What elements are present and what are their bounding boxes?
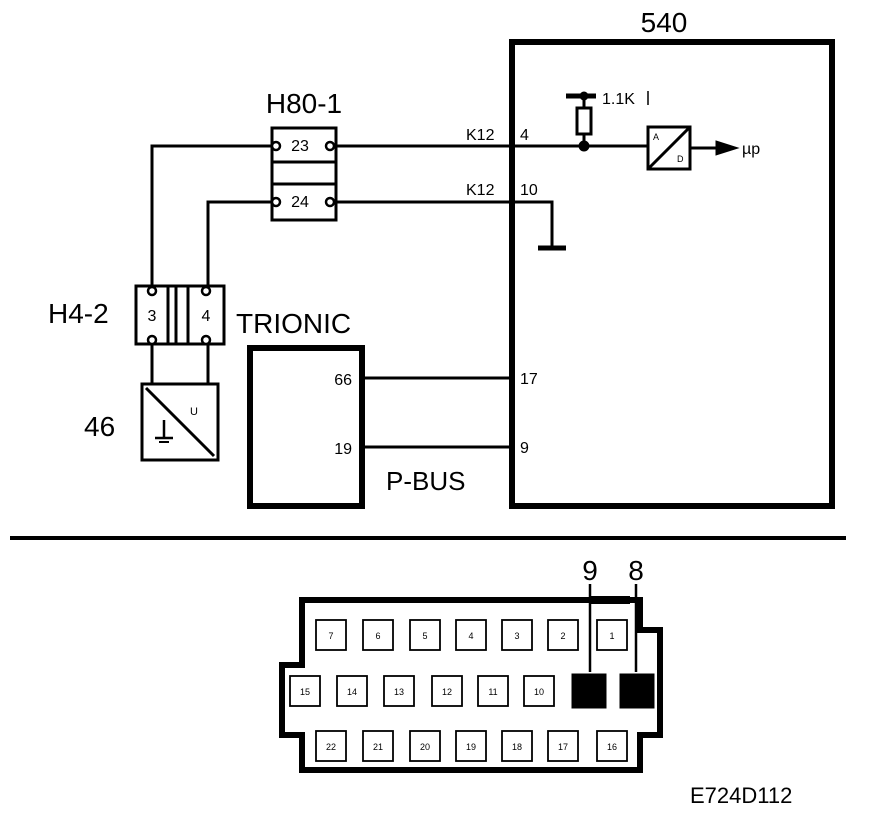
connector-pin-label: 11 [488, 687, 497, 697]
connector-pin-cell [547, 730, 579, 762]
connector-pin-cell [596, 619, 628, 651]
connector-pin-label: 22 [326, 742, 336, 752]
figure-code: E724D112 [690, 783, 792, 808]
connector-h4-label: H4-2 [48, 298, 109, 329]
connector-pin-cell [315, 730, 347, 762]
module-pin-9: 9 [520, 440, 529, 457]
control-module-540: 540 [509, 7, 835, 509]
connector-pin-label: 19 [466, 742, 476, 752]
module-pin-17: 17 [520, 371, 538, 388]
sensor-symbol-label: U [190, 406, 198, 418]
h4-pin-4: 4 [202, 308, 211, 325]
connector-h80-1: H80-1 23 24 [266, 88, 342, 222]
connector-pin-label: 3 [514, 631, 519, 641]
h80-pin-23: 23 [291, 138, 309, 155]
adc-output-label: D [677, 154, 684, 164]
h4-pin-3: 3 [148, 308, 157, 325]
connector-pin-cell [315, 619, 347, 651]
connector-h4-2: H4-2 3 4 [48, 284, 226, 346]
sensor-label: 46 [84, 411, 115, 442]
wire-k12-label: K12 [466, 182, 495, 199]
ground-icon [155, 420, 173, 443]
module-pin-10: 10 [520, 182, 538, 199]
adc-input-label: A [653, 132, 659, 142]
connector-pin-label: 15 [300, 687, 310, 697]
connector-pin-label: 7 [328, 631, 333, 641]
module-label: 540 [641, 7, 688, 38]
connector-pin-label: 20 [420, 742, 430, 752]
connector-pin-label: 21 [373, 742, 383, 752]
callout-pin-9: 9 [582, 555, 598, 586]
trionic-label: TRIONIC [236, 308, 351, 339]
connector-pin-label: 4 [468, 631, 473, 641]
connector-pin-cell [455, 730, 487, 762]
h80-pin-24: 24 [291, 194, 309, 211]
connector-pin-cell [501, 730, 533, 762]
connector-pin-cell [547, 619, 579, 651]
microprocessor-label: µp [742, 141, 760, 158]
connector-pin-cell [596, 730, 628, 762]
connector-h80-label: H80-1 [266, 88, 342, 119]
wire-k12-pin10: K12 10 [334, 182, 566, 251]
connector-pin-cell [289, 675, 321, 707]
connector-pin-label: 12 [442, 687, 452, 697]
wire-k12-label: K12 [466, 127, 495, 144]
connector-pin-cell [523, 675, 555, 707]
connector-pin-label: 13 [394, 687, 404, 697]
connector-pin-cell [455, 619, 487, 651]
connector-pin-cell [336, 675, 368, 707]
wire-k12-pin4: K12 4 [334, 127, 650, 148]
connector-pin-cell [501, 619, 533, 651]
wire-h80-to-h4 [150, 144, 272, 286]
module-pin-4: 4 [520, 127, 529, 144]
connector-pin-cell [362, 730, 394, 762]
connector-pin-cell [409, 730, 441, 762]
connector-pin-label: 14 [347, 687, 357, 697]
connector-pin-cell [431, 675, 463, 707]
callout-pins: 9 8 [582, 555, 644, 672]
connector-pin-cell [409, 619, 441, 651]
adc-converter: A D µp [646, 125, 760, 171]
connector-pin-label: 17 [558, 742, 568, 752]
connector-pin-cell [362, 619, 394, 651]
connector-pin-label: 6 [375, 631, 380, 641]
sensor-46: U 46 [84, 344, 220, 462]
trionic-pin-66: 66 [334, 372, 352, 389]
connector-pin-label: 16 [607, 742, 617, 752]
p-bus: 17 9 P-BUS [362, 371, 538, 496]
highlighted-pin [571, 673, 607, 709]
connector-pin-label: 10 [534, 687, 544, 697]
callout-pin-8: 8 [628, 555, 644, 586]
resistor-label: 1.1K [602, 91, 635, 108]
connector-pin-label: 18 [512, 742, 522, 752]
connector-pin-cell [383, 675, 415, 707]
highlighted-pin [619, 673, 655, 709]
trionic-pin-19: 19 [334, 441, 352, 458]
connector-pin-label: 5 [422, 631, 427, 641]
p-bus-label: P-BUS [386, 466, 465, 496]
connector-pin-cell [477, 675, 509, 707]
connector-pin-label: 1 [609, 631, 614, 641]
trionic-unit: TRIONIC 66 19 [236, 308, 365, 509]
connector-pin-label: 2 [560, 631, 565, 641]
pull-up-resistor: 1.1K [566, 91, 649, 152]
